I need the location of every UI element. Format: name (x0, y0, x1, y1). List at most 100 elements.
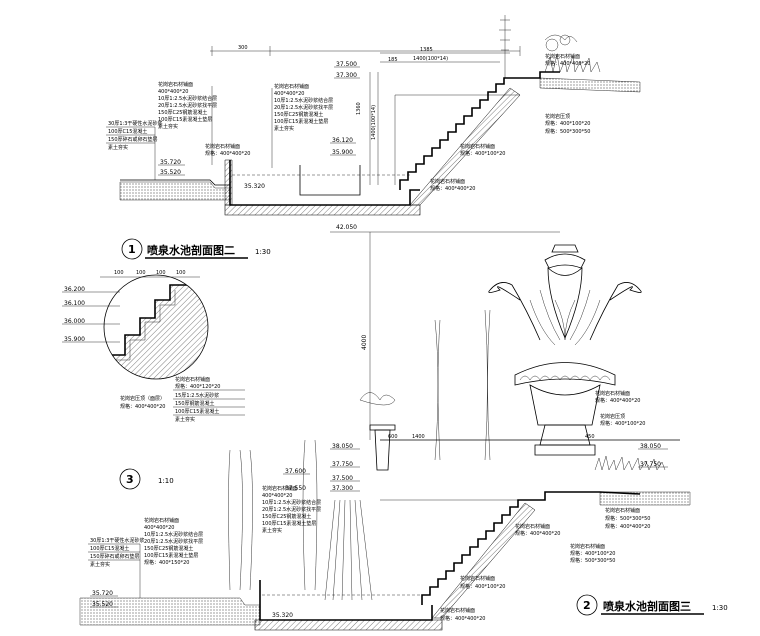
svg-text:花岗岩石材铺面: 花岗岩石材铺面 (430, 178, 465, 185)
svg-text:规格：400*100*20: 规格：400*100*20 (600, 420, 645, 427)
svg-text:15厚1:2.5水泥砂浆: 15厚1:2.5水泥砂浆 (175, 392, 219, 399)
elev-42050: 42.050 (336, 224, 357, 231)
svg-text:素土夯实: 素土夯实 (158, 123, 178, 130)
stair-profile-bottom (421, 491, 641, 605)
svg-text:100厚C15混凝土: 100厚C15混凝土 (90, 545, 129, 552)
elev-35520: 35.520 (92, 601, 113, 608)
svg-text:450: 450 (585, 434, 595, 440)
svg-text:花岗岩石材铺面: 花岗岩石材铺面 (175, 376, 210, 383)
stair-profile-top (399, 71, 560, 190)
detail-elev-35900: 35.900 (64, 336, 85, 343)
dim-1400: 1400(100*14) (413, 56, 448, 62)
svg-text:素土夯实: 素土夯实 (90, 561, 110, 568)
elev-35720: 35.720 (92, 590, 113, 597)
svg-text:规格：500*300*50: 规格：500*300*50 (605, 515, 650, 522)
svg-text:20厚1:2.5水泥砂浆找平层: 20厚1:2.5水泥砂浆找平层 (144, 538, 203, 545)
svg-text:100厚C15素混凝土垫层: 100厚C15素混凝土垫层 (158, 116, 212, 123)
svg-text:100: 100 (114, 270, 124, 276)
svg-text:花岗岩压顶: 花岗岩压顶 (600, 413, 625, 420)
svg-text:10厚1:2.5水泥砂浆结合层: 10厚1:2.5水泥砂浆结合层 (144, 531, 203, 538)
svg-text:花岗岩石材铺面: 花岗岩石材铺面 (570, 543, 605, 550)
svg-text:规格：500*300*50: 规格：500*300*50 (570, 557, 615, 564)
section-1-title: 1 喷泉水池剖面图二 1:30 (121, 238, 271, 260)
svg-text:规格：400*400*20: 规格：400*400*20 (515, 530, 560, 537)
dim-1385: 1385 (420, 47, 433, 53)
svg-text:规格：400*400*20: 规格：400*400*20 (205, 150, 250, 157)
dim-300: 300 (238, 45, 248, 51)
notes-top-right: 花岗岩石材铺面 规格：400*400*20 花岗岩压顶 规格：400*100*2… (205, 53, 590, 192)
section-2-scale: 1:30 (712, 604, 728, 612)
elev-37300: 37.300 (336, 72, 357, 79)
svg-text:规格：400*400*20: 规格：400*400*20 (120, 403, 165, 410)
elev-37550: 37.550 (285, 485, 306, 492)
svg-text:100: 100 (176, 270, 186, 276)
notes-top-center: 花岗岩石材铺面 400*400*20 10厚1:2.5水泥砂浆结合层 20厚1:… (271, 83, 333, 168)
svg-text:100: 100 (156, 270, 166, 276)
elev-37750-right: 37.750 (640, 461, 661, 468)
svg-text:400*400*20: 400*400*20 (262, 493, 292, 499)
elev-35720: 35.720 (160, 159, 181, 166)
svg-text:素土夯实: 素土夯实 (175, 416, 195, 423)
svg-text:20厚1:2.5水泥砂浆找平层: 20厚1:2.5水泥砂浆找平层 (274, 104, 333, 111)
section-2-name: 喷泉水池剖面图三 (603, 599, 691, 613)
notes-bottom-right: 花岗岩石材铺面 规格：400*400*20 花岗岩石材铺面 规格：500*300… (440, 507, 650, 622)
dim-1360: 1360 (356, 102, 362, 115)
elev-35520: 35.520 (160, 169, 181, 176)
svg-text:花岗岩石材铺面: 花岗岩石材铺面 (262, 485, 297, 492)
elev-36120: 36.120 (332, 137, 353, 144)
svg-text:花岗岩石材铺面: 花岗岩石材铺面 (545, 53, 580, 60)
section-2-number: 2 (583, 599, 591, 612)
section-3-scale: 1:10 (158, 477, 174, 485)
svg-text:10厚1:2.5水泥砂浆结合层: 10厚1:2.5水泥砂浆结合层 (158, 95, 217, 102)
elev-38050-right: 38.050 (640, 443, 661, 450)
svg-text:150厚C25钢筋混凝土: 150厚C25钢筋混凝土 (274, 111, 323, 118)
svg-text:花岗岩石材铺面: 花岗岩石材铺面 (205, 143, 240, 150)
section-3-detail: 36.200 36.100 36.000 35.900 100 100 100 … (62, 270, 245, 490)
svg-text:150厚C25钢筋混凝土: 150厚C25钢筋混凝土 (158, 109, 207, 116)
svg-text:规格：400*400*20: 规格：400*400*20 (605, 523, 650, 530)
section-1-scale: 1:30 (255, 248, 271, 256)
shrub-top-right (544, 34, 601, 73)
elev-37500: 37.500 (332, 475, 353, 482)
svg-text:花岗岩压顶: 花岗岩压顶 (545, 113, 570, 120)
elev-37300: 37.300 (332, 485, 353, 492)
svg-text:30厚1:3干硬性水泥砂浆: 30厚1:3干硬性水泥砂浆 (90, 537, 144, 544)
elev-37750: 37.750 (332, 461, 353, 468)
svg-text:规格：400*100*20: 规格：400*100*20 (570, 550, 615, 557)
elev-35900: 35.900 (332, 149, 353, 156)
svg-text:规格：400*100*20: 规格：400*100*20 (545, 120, 590, 127)
section-3-number: 3 (126, 473, 134, 486)
svg-text:规格：400*400*20: 规格：400*400*20 (440, 615, 485, 622)
dim-4000: 4000 (361, 335, 368, 350)
svg-text:400*400*20: 400*400*20 (144, 525, 174, 531)
svg-text:150厚碎石或卵石垫层: 150厚碎石或卵石垫层 (108, 136, 158, 143)
notes-top-mid: 花岗岩石材铺面 400*400*20 10厚1:2.5水泥砂浆结合层 20厚1:… (158, 81, 217, 165)
svg-text:20厚1:2.5水泥砂浆找平层: 20厚1:2.5水泥砂浆找平层 (158, 102, 217, 109)
svg-text:150厚钢筋混凝土: 150厚钢筋混凝土 (175, 400, 215, 407)
elev-35320: 35.320 (244, 183, 265, 190)
elev-35320: 35.320 (272, 612, 293, 619)
dim-185: 185 (388, 57, 398, 63)
svg-text:100厚C15混凝土: 100厚C15混凝土 (108, 128, 147, 135)
dim-1400-v: 1400(100*14) (371, 105, 377, 140)
svg-text:素土夯实: 素土夯实 (274, 125, 294, 132)
svg-text:规格：500*300*50: 规格：500*300*50 (545, 128, 590, 135)
section-3-title: 3 1:10 (119, 468, 174, 490)
section-1: 300 1385 1400(100*14) 185 1360 1400(100*… (106, 15, 641, 260)
svg-text:10厚1:2.5水泥砂浆结合层: 10厚1:2.5水泥砂浆结合层 (262, 499, 321, 506)
svg-text:100厚C15素混凝土: 100厚C15素混凝土 (175, 408, 219, 415)
svg-text:规格：400*100*20: 规格：400*100*20 (460, 150, 505, 157)
svg-text:30厚1:3干硬性水泥砂浆: 30厚1:3干硬性水泥砂浆 (108, 120, 162, 127)
svg-text:素土夯实: 素土夯实 (262, 527, 282, 534)
section-2-title: 2 喷泉水池剖面图三 1:30 (576, 594, 728, 616)
svg-text:150厚C25钢筋混凝土: 150厚C25钢筋混凝土 (144, 545, 193, 552)
svg-text:花岗岩石材铺面: 花岗岩石材铺面 (274, 83, 309, 90)
svg-text:1400: 1400 (412, 434, 425, 440)
elev-37600: 37.600 (285, 468, 306, 475)
svg-text:花岗岩石材铺面: 花岗岩石材铺面 (595, 390, 630, 397)
svg-text:100厚C15素混凝土垫层: 100厚C15素混凝土垫层 (144, 552, 198, 559)
svg-text:400*400*20: 400*400*20 (158, 89, 188, 95)
svg-text:100厚C15素混凝土垫层: 100厚C15素混凝土垫层 (262, 520, 316, 527)
svg-text:花岗岩石材铺面: 花岗岩石材铺面 (460, 575, 495, 582)
detail-elev-36200: 36.200 (64, 286, 85, 293)
